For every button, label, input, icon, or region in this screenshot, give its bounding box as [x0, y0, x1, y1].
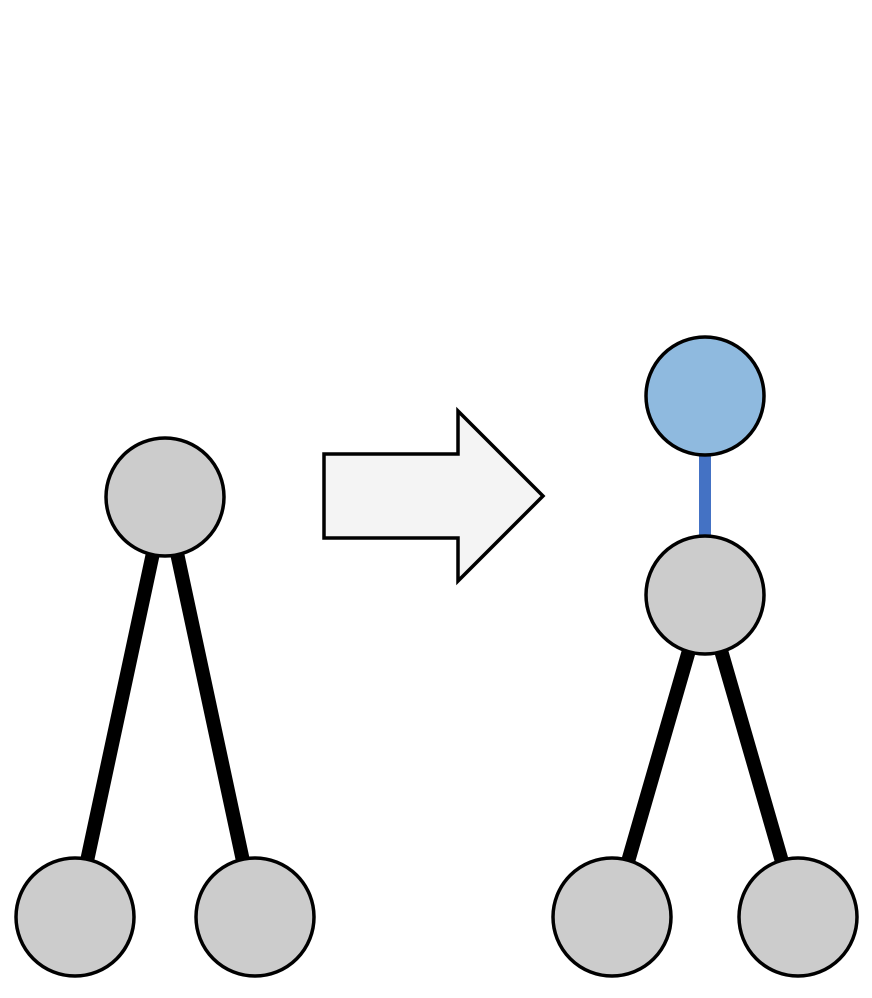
right-arrow-icon [322, 406, 546, 586]
before-node-right-child [194, 856, 316, 978]
before-tree-edges [68, 495, 262, 919]
after-node-new-root [644, 335, 766, 457]
after-tree-nodes [551, 335, 859, 978]
before-edge-parent-to-right-child [158, 495, 262, 919]
after-tree-edges [605, 396, 805, 919]
before-edge-parent-to-left-child [68, 495, 172, 919]
before-tree [14, 436, 316, 978]
after-tree [551, 335, 859, 978]
after-node-parent [644, 534, 766, 656]
before-node-left-child [14, 856, 136, 978]
before-node-parent [104, 436, 226, 558]
after-node-left-child [551, 856, 673, 978]
before-tree-nodes [14, 436, 316, 978]
after-node-right-child [737, 856, 859, 978]
